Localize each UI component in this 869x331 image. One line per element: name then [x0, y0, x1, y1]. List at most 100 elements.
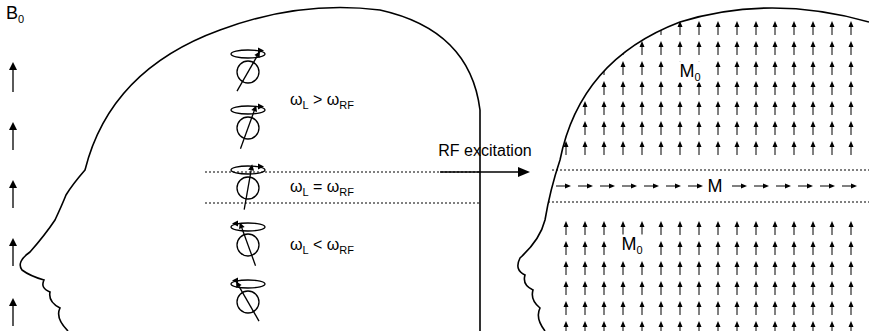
m0-arrowhead [716, 261, 721, 267]
spin-arrowhead [248, 164, 254, 170]
m0-arrowhead [697, 141, 702, 147]
m0-arrowhead [773, 281, 778, 287]
m0-arrowhead [830, 81, 835, 87]
m0-arrowhead [735, 21, 740, 27]
m0-arrow [566, 105, 567, 115]
m0-arrowhead [583, 241, 588, 247]
m0-arrowhead [659, 21, 664, 27]
m0-arrowhead [678, 241, 683, 247]
m0-arrowhead [602, 121, 607, 127]
m0-arrow [585, 85, 586, 95]
m0-arrowhead [735, 101, 740, 107]
m0-arrowhead [602, 101, 607, 107]
m0-arrowhead [621, 221, 626, 227]
m0-arrowhead [602, 141, 607, 147]
m0-arrowhead [716, 41, 721, 47]
spin-arrowhead [251, 105, 257, 112]
m0-arrowhead [792, 301, 797, 307]
spin-axis [244, 170, 251, 209]
m0-arrowhead [564, 61, 569, 67]
m0-arrowhead [583, 321, 588, 327]
m0-arrowhead [754, 61, 759, 67]
m0-arrowhead [792, 141, 797, 147]
m0-arrowhead [735, 41, 740, 47]
m0-arrowhead [830, 41, 835, 47]
m0-arrowhead [716, 241, 721, 247]
field-arrowhead [9, 238, 17, 246]
m0-arrowhead [602, 301, 607, 307]
m0-arrowhead [564, 121, 569, 127]
m0-arrowhead [678, 141, 683, 147]
m-arrow [556, 186, 566, 187]
m0-arrowhead [849, 301, 854, 307]
m0-arrowhead [830, 221, 835, 227]
m-arrowhead [587, 184, 593, 189]
m0-arrowhead [659, 241, 664, 247]
magnetization-label: M0 [676, 62, 703, 83]
m0-arrowhead [678, 281, 683, 287]
m0-arrowhead [849, 101, 854, 107]
field-arrow [12, 68, 13, 92]
m0-arrowhead [583, 61, 588, 67]
m0-arrowhead [583, 121, 588, 127]
m0-arrowhead [678, 121, 683, 127]
m0-arrowhead [754, 21, 759, 27]
subscript: L [302, 244, 308, 256]
m0-arrowhead [564, 41, 569, 47]
m0-arrowhead [792, 61, 797, 67]
precession-arrowhead [258, 47, 264, 53]
m0-arrowhead [697, 261, 702, 267]
m0-arrowhead [849, 281, 854, 287]
m0-arrowhead [621, 41, 626, 47]
m0-arrowhead [792, 321, 797, 327]
m0-arrowhead [621, 321, 626, 327]
m0-arrowhead [754, 81, 759, 87]
m0-arrowhead [716, 101, 721, 107]
m0-arrow [604, 45, 605, 55]
m0-arrowhead [602, 281, 607, 287]
m0-arrowhead [735, 81, 740, 87]
m0-arrowhead [811, 21, 816, 27]
m-arrowhead [631, 184, 637, 189]
m0-arrow [585, 45, 586, 55]
m-arrow [842, 186, 852, 187]
m0-arrowhead [564, 241, 569, 247]
m0-arrowhead [716, 321, 721, 327]
m0-arrowhead [811, 41, 816, 47]
m0-arrowhead [754, 301, 759, 307]
field-arrowhead [9, 122, 17, 130]
m0-arrowhead [602, 241, 607, 247]
m0-arrowhead [792, 81, 797, 87]
m0-arrowhead [792, 221, 797, 227]
m-arrowhead [785, 184, 791, 189]
m0-arrowhead [849, 41, 854, 47]
m-arrowhead [807, 184, 813, 189]
m-arrow [732, 186, 742, 187]
m0-arrowhead [773, 301, 778, 307]
m0-arrowhead [811, 61, 816, 67]
precession-arrowhead [232, 220, 238, 226]
m0-arrowhead [640, 141, 645, 147]
m0-arrowhead [602, 221, 607, 227]
m0-arrowhead [583, 41, 588, 47]
m0-arrowhead [754, 121, 759, 127]
m0-arrowhead [792, 21, 797, 27]
process-arrow [440, 171, 522, 173]
m0-arrowhead [659, 81, 664, 87]
frequency-label: ωL < ωRF [290, 235, 354, 256]
m0-arrowhead [602, 321, 607, 327]
m0-arrowhead [716, 301, 721, 307]
m0-arrowhead [792, 101, 797, 107]
subscript: 0 [18, 13, 24, 25]
m0-arrowhead [811, 141, 816, 147]
m0-arrowhead [640, 321, 645, 327]
process-label: RF excitation [438, 141, 531, 160]
m0-arrowhead [716, 221, 721, 227]
spin-axis [237, 56, 257, 91]
frequency-label: ωL > ωRF [290, 90, 354, 111]
m0-arrowhead [735, 301, 740, 307]
m-arrow [820, 186, 830, 187]
m-arrow [644, 186, 654, 187]
m0-arrowhead [830, 61, 835, 67]
m-arrow [600, 186, 610, 187]
